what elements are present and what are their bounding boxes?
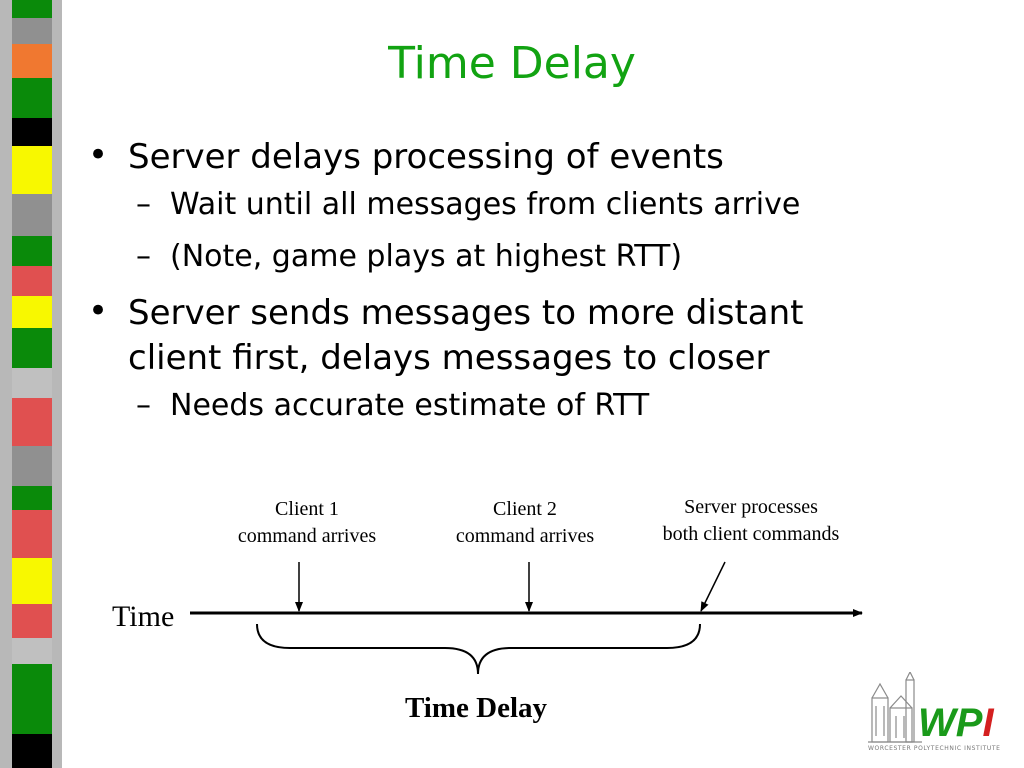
building-icon — [868, 672, 922, 743]
stripe-block — [12, 510, 52, 558]
wpi-logo-wp: WP — [918, 701, 983, 745]
stripe-block — [12, 486, 52, 510]
dash-glyph: – — [136, 239, 151, 274]
time-delay-label: Time Delay — [404, 692, 548, 724]
server-label-line1: Server processes — [684, 496, 818, 518]
stripe-block — [12, 368, 52, 398]
client1-label-line2: command arrives — [237, 525, 377, 547]
stripe-block — [12, 78, 52, 118]
server-label: Server processes both client commands — [636, 494, 866, 548]
stripe-block — [12, 266, 52, 296]
wpi-logo-i: I — [982, 701, 994, 745]
stripe-block — [12, 734, 52, 768]
wpi-logo-caption: WORCESTER POLYTECHNIC INSTITUTE — [868, 745, 1001, 752]
sub-bullet-text: Wait until all messages from clients arr… — [170, 187, 801, 222]
server-label-line2: both client commands — [662, 523, 840, 545]
client1-label: Client 1 command arrives — [217, 496, 397, 550]
sub-bullet-text: (Note, game plays at highest RTT) — [170, 239, 683, 274]
bullet-item: • Server delays processing of events — [88, 135, 968, 180]
slide-title: Time Delay — [388, 38, 636, 89]
sub-bullet-item: – Wait until all messages from clients a… — [88, 185, 968, 225]
client2-label-line2: command arrives — [455, 525, 595, 547]
stripe-block — [12, 328, 52, 368]
time-axis-label: Time — [112, 600, 175, 633]
stripe-block — [12, 664, 52, 734]
decorative-color-stripe — [0, 0, 62, 768]
dash-glyph: – — [136, 187, 151, 222]
sub-bullet-item: – Needs accurate estimate of RTT — [88, 386, 968, 426]
stripe-block — [12, 146, 52, 194]
sub-bullet-text: Needs accurate estimate of RTT — [170, 388, 650, 423]
stripe-block — [12, 118, 52, 146]
bullet-glyph: • — [88, 291, 109, 331]
stripe-block — [12, 0, 52, 18]
wpi-logo-text: WPI — [918, 701, 994, 745]
stripe-block — [12, 296, 52, 328]
stripe-block — [12, 236, 52, 266]
bullet-glyph: • — [88, 135, 109, 175]
server-arrow — [700, 561, 726, 612]
time-delay-brace — [256, 623, 701, 675]
stripe-block — [12, 638, 52, 664]
stripe-block — [12, 604, 52, 638]
bullet-text: Server delays processing of events — [128, 137, 724, 177]
client1-label-line1: Client 1 — [275, 498, 339, 520]
sub-bullet-item: – (Note, game plays at highest RTT) — [88, 237, 968, 277]
bullet-list: • Server delays processing of events – W… — [88, 135, 968, 438]
stripe-block — [12, 558, 52, 604]
client2-label: Client 2 command arrives — [435, 496, 615, 550]
wpi-logo: WPI — [868, 672, 994, 745]
bullet-text: Server sends messages to more distant cl… — [128, 293, 804, 378]
dash-glyph: – — [136, 388, 151, 423]
bullet-item: • Server sends messages to more distant … — [88, 291, 898, 381]
stripe-block — [12, 44, 52, 78]
stripe-block — [12, 398, 52, 446]
client2-label-line1: Client 2 — [493, 498, 557, 520]
